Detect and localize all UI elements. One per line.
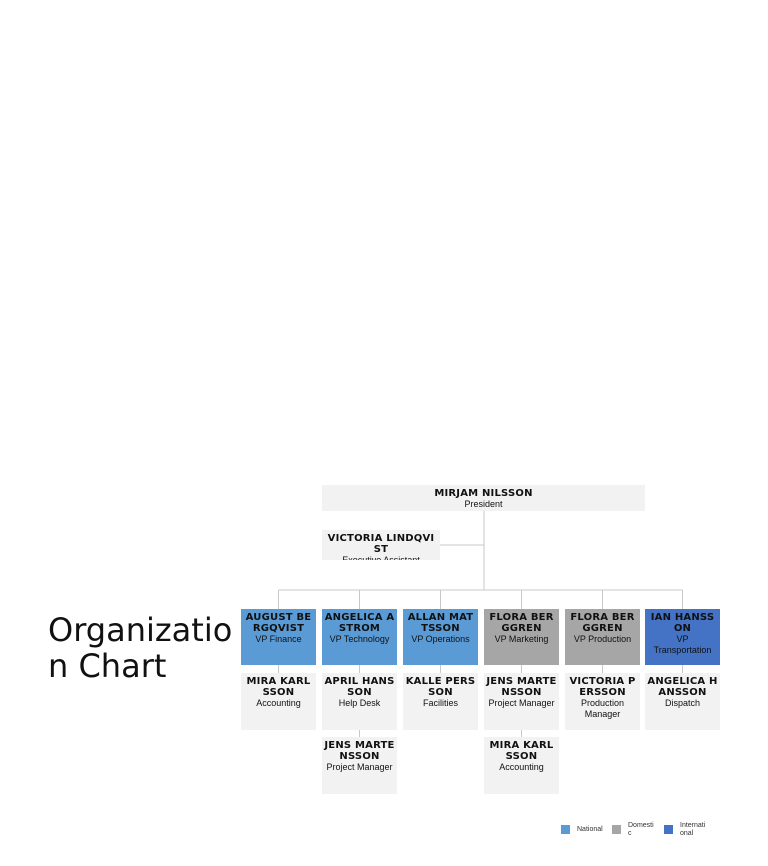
- node-role: Project Manager: [488, 698, 555, 708]
- node-role: Production Manager: [580, 698, 625, 719]
- legend-label: National: [577, 826, 603, 833]
- chart-title: Organization Chart: [48, 611, 233, 685]
- node-name: JENS MARTENSSON: [486, 676, 557, 698]
- node-name: VICTORIA PERSSON: [569, 676, 636, 698]
- node-name: APRIL HANSSON: [324, 676, 395, 698]
- node-name: VICTORIA LINDQVIST: [327, 533, 435, 555]
- legend-swatch: [561, 825, 570, 834]
- node-name: AUGUST BERGQVIST: [245, 612, 312, 634]
- node-role: VP Production: [573, 634, 632, 644]
- node-role: Project Manager: [326, 762, 393, 772]
- node-role: VP Marketing: [494, 634, 549, 644]
- node-name: MIRA KARLSSON: [489, 740, 554, 762]
- node-role: VP Technology: [329, 634, 390, 644]
- node-name: MIRA KARLSSON: [246, 676, 311, 698]
- node-role: VP Finance: [255, 634, 302, 644]
- node-role: President: [464, 499, 503, 509]
- node-name: FLORA BERGGREN: [570, 612, 635, 634]
- node-role: VP Transportation: [653, 634, 712, 655]
- node-name: ANGELICA ASTROM: [324, 612, 395, 634]
- node-name: JENS MARTENSSON: [324, 740, 395, 762]
- node-role: Help Desk: [338, 698, 381, 708]
- node-role: VP Operations: [411, 634, 470, 644]
- node-name: ALLAN MATTSSON: [407, 612, 474, 634]
- node-name: IAN HANSSON: [650, 612, 715, 634]
- node-role: Dispatch: [664, 698, 700, 708]
- legend-label: Domestic: [628, 822, 654, 837]
- node-role: Accounting: [499, 762, 544, 772]
- node-role: Executive Assistant: [342, 555, 420, 560]
- legend-swatch: [612, 825, 621, 834]
- node-name: ANGELICA HANSSON: [647, 676, 718, 698]
- node-name: MIRJAM NILSSON: [434, 488, 533, 499]
- node-role: Accounting: [256, 698, 301, 708]
- legend-label: International: [680, 822, 706, 837]
- node-name: FLORA BERGGREN: [489, 612, 554, 634]
- node-role: Facilities: [422, 698, 458, 708]
- legend-swatch: [664, 825, 673, 834]
- node-name: KALLE PERSSON: [405, 676, 476, 698]
